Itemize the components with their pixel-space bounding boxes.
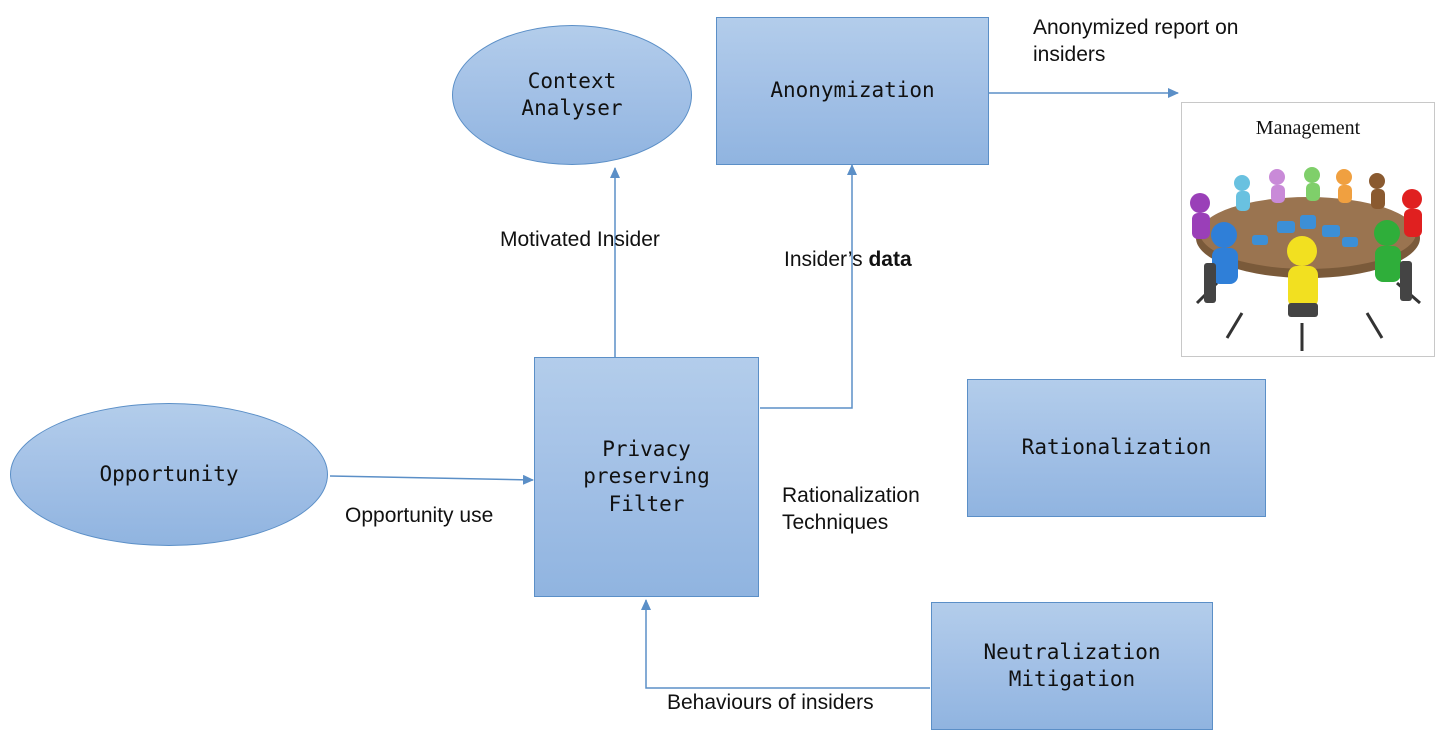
behaviours-label: Behaviours of insiders xyxy=(667,691,874,714)
anonymized-report-label: Anonymized report on insiders xyxy=(1033,16,1239,67)
management-title: Management xyxy=(1255,117,1361,139)
context-analyser-node: Context Analyser xyxy=(452,25,692,165)
context-analyser-label: Context Analyser xyxy=(521,68,623,120)
neutralization-node: Neutralization Mitigation xyxy=(931,602,1213,730)
management-box: Management xyxy=(1181,102,1435,357)
insiders-data-label: Insider’s data xyxy=(784,246,912,273)
anonymization-label: Anonymization xyxy=(770,78,935,103)
opportunity-label: Opportunity xyxy=(99,461,239,486)
edge-neutralization-to-filter xyxy=(641,599,930,689)
motivated-insider-label: Motivated Insider xyxy=(500,228,660,251)
anonymization-node: Anonymization xyxy=(716,17,989,165)
rationalization-label: Rationalization xyxy=(1021,435,1212,460)
edge-filter-to-anonymization xyxy=(760,164,857,409)
rationalization-techniques-label: Rationalization Techniques xyxy=(782,484,920,535)
privacy-filter-label: Privacy preserving Filter xyxy=(583,437,710,516)
insiders-data-bold: data xyxy=(868,248,912,271)
privacy-filter-node: Privacy preserving Filter xyxy=(534,357,759,597)
insiders-data-prefix: Insider’s xyxy=(784,248,869,271)
opportunity-use-label: Opportunity use xyxy=(345,504,494,527)
edge-opportunity-to-filter xyxy=(329,474,534,485)
opportunity-node: Opportunity xyxy=(10,403,328,546)
rationalization-node: Rationalization xyxy=(967,379,1266,517)
neutralization-label: Neutralization Mitigation xyxy=(983,639,1161,691)
meeting-table-illustration xyxy=(1190,167,1422,351)
